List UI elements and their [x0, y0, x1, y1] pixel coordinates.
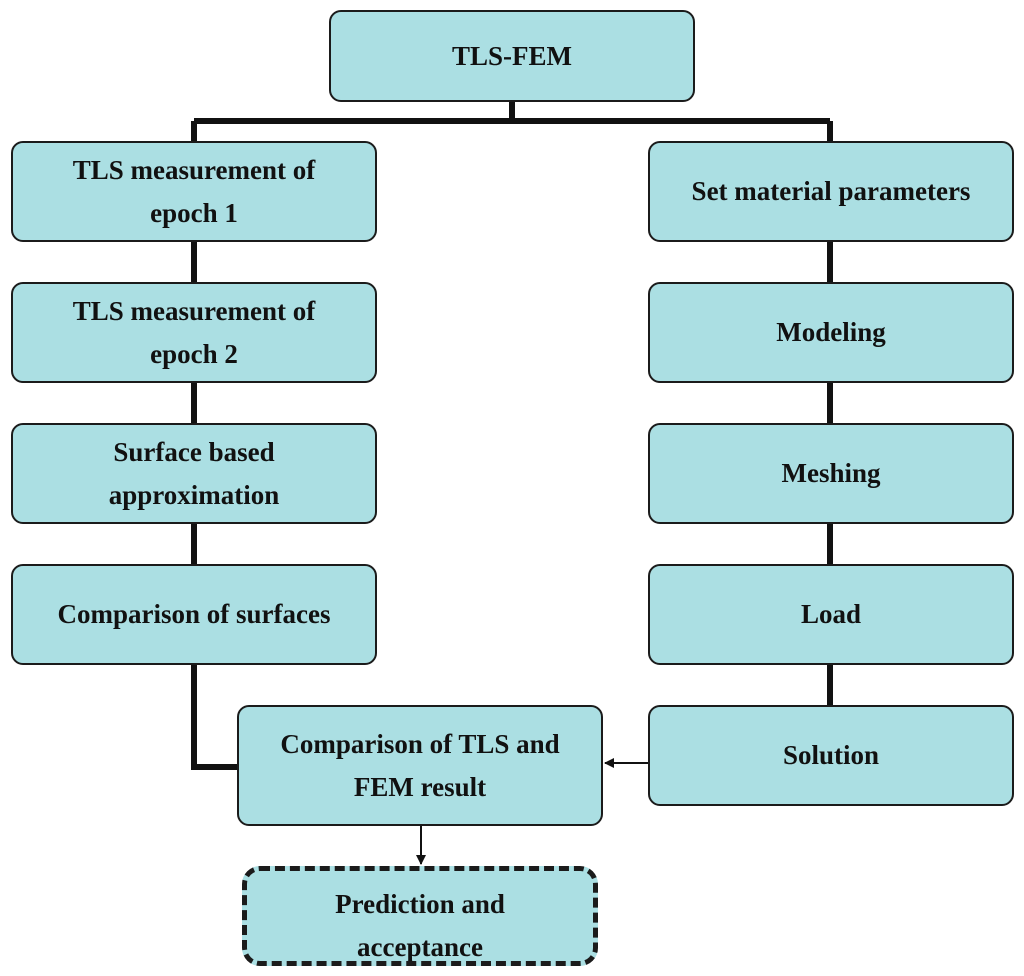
- node-tls-fem: TLS-FEM: [329, 10, 695, 102]
- connector-left-to-comparison: [191, 665, 237, 770]
- node-label-line2: approximation: [108, 479, 280, 510]
- node-label-line2: FEM result: [353, 771, 487, 802]
- node-label-line1: Load: [800, 599, 862, 629]
- node-label-line1: TLS measurement of: [72, 295, 316, 326]
- node-label-line1: Set material parameters: [691, 176, 971, 206]
- node-solution: Solution: [648, 705, 1014, 806]
- node-tls-epoch-2: TLS measurement of epoch 2: [11, 282, 377, 383]
- node-label-line1: Surface based: [113, 436, 275, 467]
- node-label-line2: epoch 2: [150, 338, 238, 369]
- node-comparison-of-surfaces: Comparison of surfaces: [11, 564, 377, 665]
- node-label: Prediction and acceptance: [335, 883, 505, 962]
- node-label-line1: TLS-FEM: [451, 40, 572, 71]
- node-load: Load: [648, 564, 1014, 665]
- node-set-material-parameters: Set material parameters: [648, 141, 1014, 242]
- node-label-line1: Prediction and: [335, 889, 505, 919]
- node-label-line1: Comparison of TLS and: [280, 728, 560, 759]
- node-comparison-tls-fem: Comparison of TLS and FEM result: [237, 705, 603, 826]
- node-label-line1: TLS measurement of: [72, 154, 316, 185]
- node-label-line2: epoch 1: [150, 197, 238, 228]
- node-label-line1: Comparison of surfaces: [57, 599, 331, 629]
- node-label: TLS measurement of epoch 1: [73, 149, 316, 235]
- node-label: TLS measurement of epoch 2: [73, 290, 316, 376]
- node-surface-approximation: Surface based approximation: [11, 423, 377, 524]
- node-tls-epoch-1: TLS measurement of epoch 1: [11, 141, 377, 242]
- node-label: Comparison of TLS and FEM result: [280, 723, 559, 809]
- node-label-line1: Solution: [782, 740, 880, 770]
- node-meshing: Meshing: [648, 423, 1014, 524]
- node-label-line1: Modeling: [776, 317, 886, 347]
- node-label-line1: Meshing: [781, 458, 881, 488]
- node-modeling: Modeling: [648, 282, 1014, 383]
- node-label-line2: acceptance: [357, 932, 483, 962]
- node-label: Surface based approximation: [109, 431, 280, 517]
- node-prediction-acceptance: Prediction and acceptance: [242, 866, 598, 966]
